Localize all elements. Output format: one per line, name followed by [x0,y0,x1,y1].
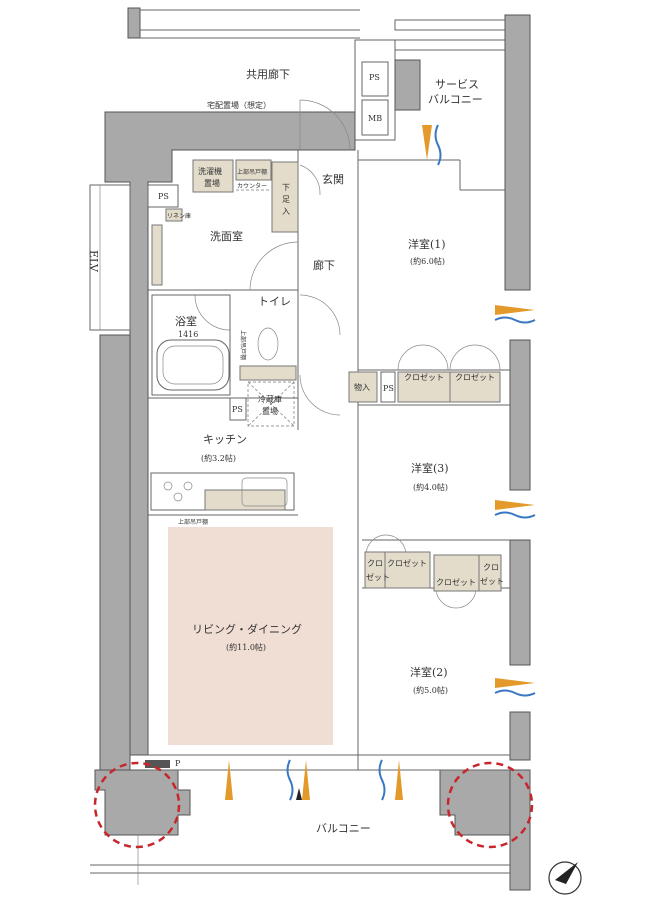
label-linen: リネン庫 [167,212,191,220]
label-closet-2: ゼット [480,576,504,586]
airflow-indicators [225,124,536,801]
airflow-arrow-icon [422,125,432,160]
label-counter: カウンター [237,182,267,190]
label-closet: クロゼット [387,558,427,568]
airflow-wave-icon [434,124,442,166]
elevator-shaft [89,184,131,331]
walls [94,14,531,891]
label-ps: PS [232,405,243,414]
label-entrance: 玄関 [322,172,344,186]
label-kitchen: キッチン [203,433,247,446]
airflow-wave-icon [494,316,536,324]
label-room3-size: (約4.0帖) [413,482,448,492]
label-balcony: バルコニー [316,822,371,835]
entrance-marker-icon [296,788,302,800]
label-living-size: (約11.0帖) [226,642,266,652]
airflow-wave-icon [286,759,294,801]
label-shoe-cabinet: 下 [282,183,290,192]
label-shoe-cabinet-3: 入 [282,207,290,216]
label-closet: クロゼット [455,372,495,382]
airflow-arrow-icon [495,678,535,688]
airflow-arrow-icon [495,500,535,510]
label-closet: クロゼット [436,577,476,587]
label-washer: 洗濯機 [198,166,222,176]
living-dining-area [168,527,333,745]
label-room3: 洋室(3) [411,461,449,475]
label-hallway: 廊下 [313,258,335,272]
label-washroom: 洗面室 [210,229,243,243]
label-common-corridor: 共用廊下 [246,67,290,81]
label-room1-size: (約6.0帖) [410,256,445,266]
label-ps: PS [383,384,394,393]
label-delivery-box: 宅配置場（想定） [207,100,271,110]
doors [194,99,501,609]
north-compass-icon [548,861,582,895]
airflow-wave-icon [494,689,536,697]
label-bath: 浴室 [175,314,197,328]
label-room1: 洋室(1) [408,237,446,251]
fixtures [145,159,502,768]
label-closet: クロ [367,559,383,568]
airflow-arrow-icon [302,760,310,800]
label-closet: クロゼット [404,372,444,382]
label-ps: PS [158,192,169,201]
label-mb: MB [368,114,382,123]
label-kitchen-size: (約3.2帖) [201,453,236,463]
label-elv: ELV [87,250,100,273]
label-shoe-cabinet-2: 足 [282,195,290,204]
balcony-railing [90,835,510,885]
airflow-wave-icon [494,511,536,519]
upper-building [127,7,508,141]
label-washer-2: 置場 [204,178,220,188]
label-closet: クロ [483,563,499,572]
label-upper-cabinet: 上部吊戸棚 [239,330,247,360]
label-upper-cabinet: 上部吊戸棚 [237,168,267,176]
label-storage: 物入 [354,382,370,392]
label-p: P [175,759,181,768]
label-fridge-2: 置場 [262,406,278,416]
airflow-arrow-icon [225,760,233,800]
label-room2-size: (約5.0帖) [413,685,448,695]
label-service-balcony: サービス [435,78,479,91]
label-toilet: トイレ [258,295,291,308]
label-living-dining: リビング・ダイニング [192,622,302,636]
label-ps: PS [369,73,380,82]
airflow-arrow-icon [395,760,403,800]
label-closet-2: ゼット [366,572,390,582]
label-fridge: 冷蔵庫 [258,394,282,404]
label-service-balcony-2: バルコニー [428,93,483,106]
airflow-arrow-icon [495,305,535,315]
highlight-circle-right [446,761,534,849]
label-upper-cabinet: 上部吊戸棚 [178,518,208,526]
label-room2: 洋室(2) [410,665,448,679]
label-bath-size: 1416 [178,330,198,339]
highlight-circle-left [93,761,181,849]
airflow-wave-icon [378,759,386,801]
